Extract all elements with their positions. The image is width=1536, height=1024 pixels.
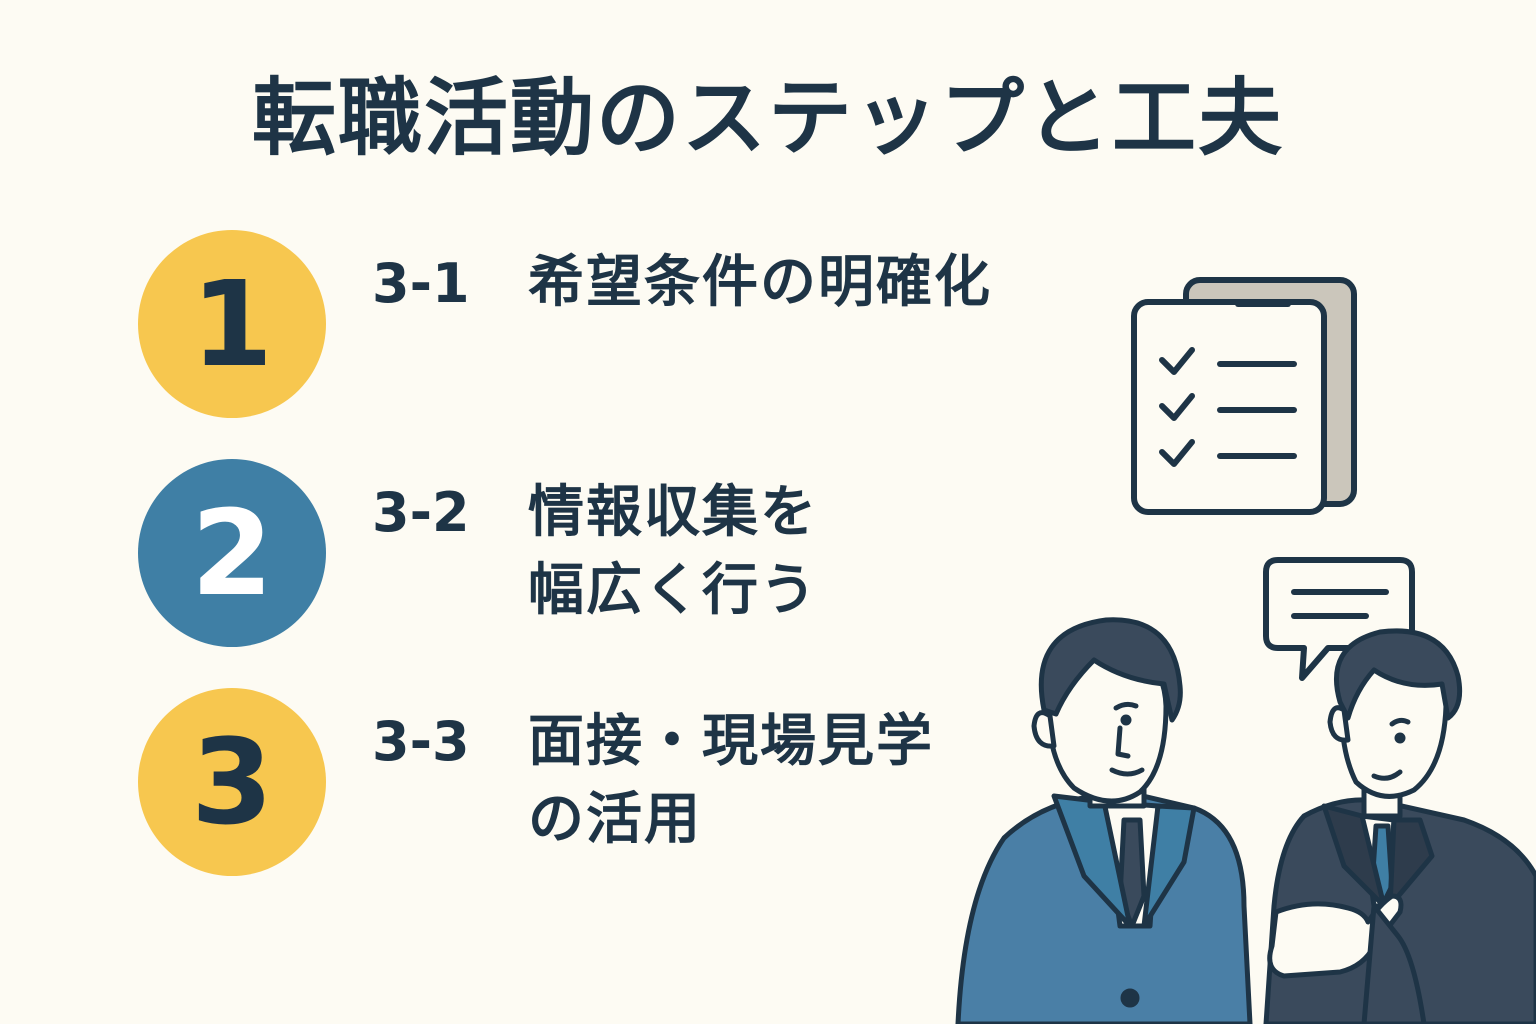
right-businessman [1263, 628, 1536, 1024]
step-3-number: 3-3 [372, 710, 470, 773]
step-2-line-2: 幅広く行う [528, 558, 818, 623]
step-1-number: 3-1 [372, 252, 470, 315]
step-2-line-1: 情報収集を [528, 480, 818, 545]
step-1-text: 希望条件の明確化 [528, 244, 992, 322]
left-businessman [955, 617, 1253, 1024]
page-title: 転職活動のステップと工夫 [251, 69, 1284, 167]
step-2-text: 情報収集を 幅広く行う [528, 474, 818, 630]
step-3-badge: 3 [138, 688, 326, 876]
speech-bubble-icon [1263, 557, 1415, 681]
checklist-clipboard-icon [1131, 277, 1357, 515]
step-1-badge: 1 [138, 230, 326, 418]
step-3-text: 面接・現場見学 の活用 [528, 703, 934, 859]
step-3-line-1: 面接・現場見学 [528, 709, 934, 774]
step-1-line-1: 希望条件の明確化 [528, 250, 992, 315]
step-2-badge: 2 [138, 459, 326, 647]
step-3-line-2: の活用 [528, 787, 702, 852]
step-2-number: 3-2 [372, 481, 470, 544]
two-businessmen-illustration [955, 617, 1536, 1024]
